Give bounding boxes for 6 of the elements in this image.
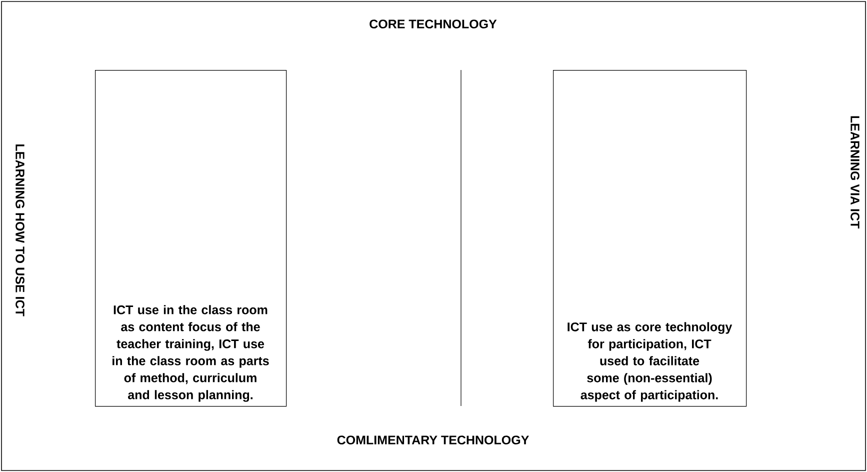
- text-box: ICT use as core technology for participation, ICT used to facilitate some (non-essential) aspect of participation.: [553, 70, 747, 407]
- side-label: LEARNING HOW TO USE ICT: [16, 144, 24, 316]
- footer-label: COMLIMENTARY TECHNOLOGY: [337, 436, 529, 444]
- text-box: ICT use in the class room as content focus of the teacher training, ICT use in the class room as parts of method, curriculum and lesson planning.: [95, 70, 287, 407]
- side-label: LEARNING VIA ICT: [850, 116, 860, 228]
- heading: CORE TECHNOLOGY: [370, 20, 497, 28]
